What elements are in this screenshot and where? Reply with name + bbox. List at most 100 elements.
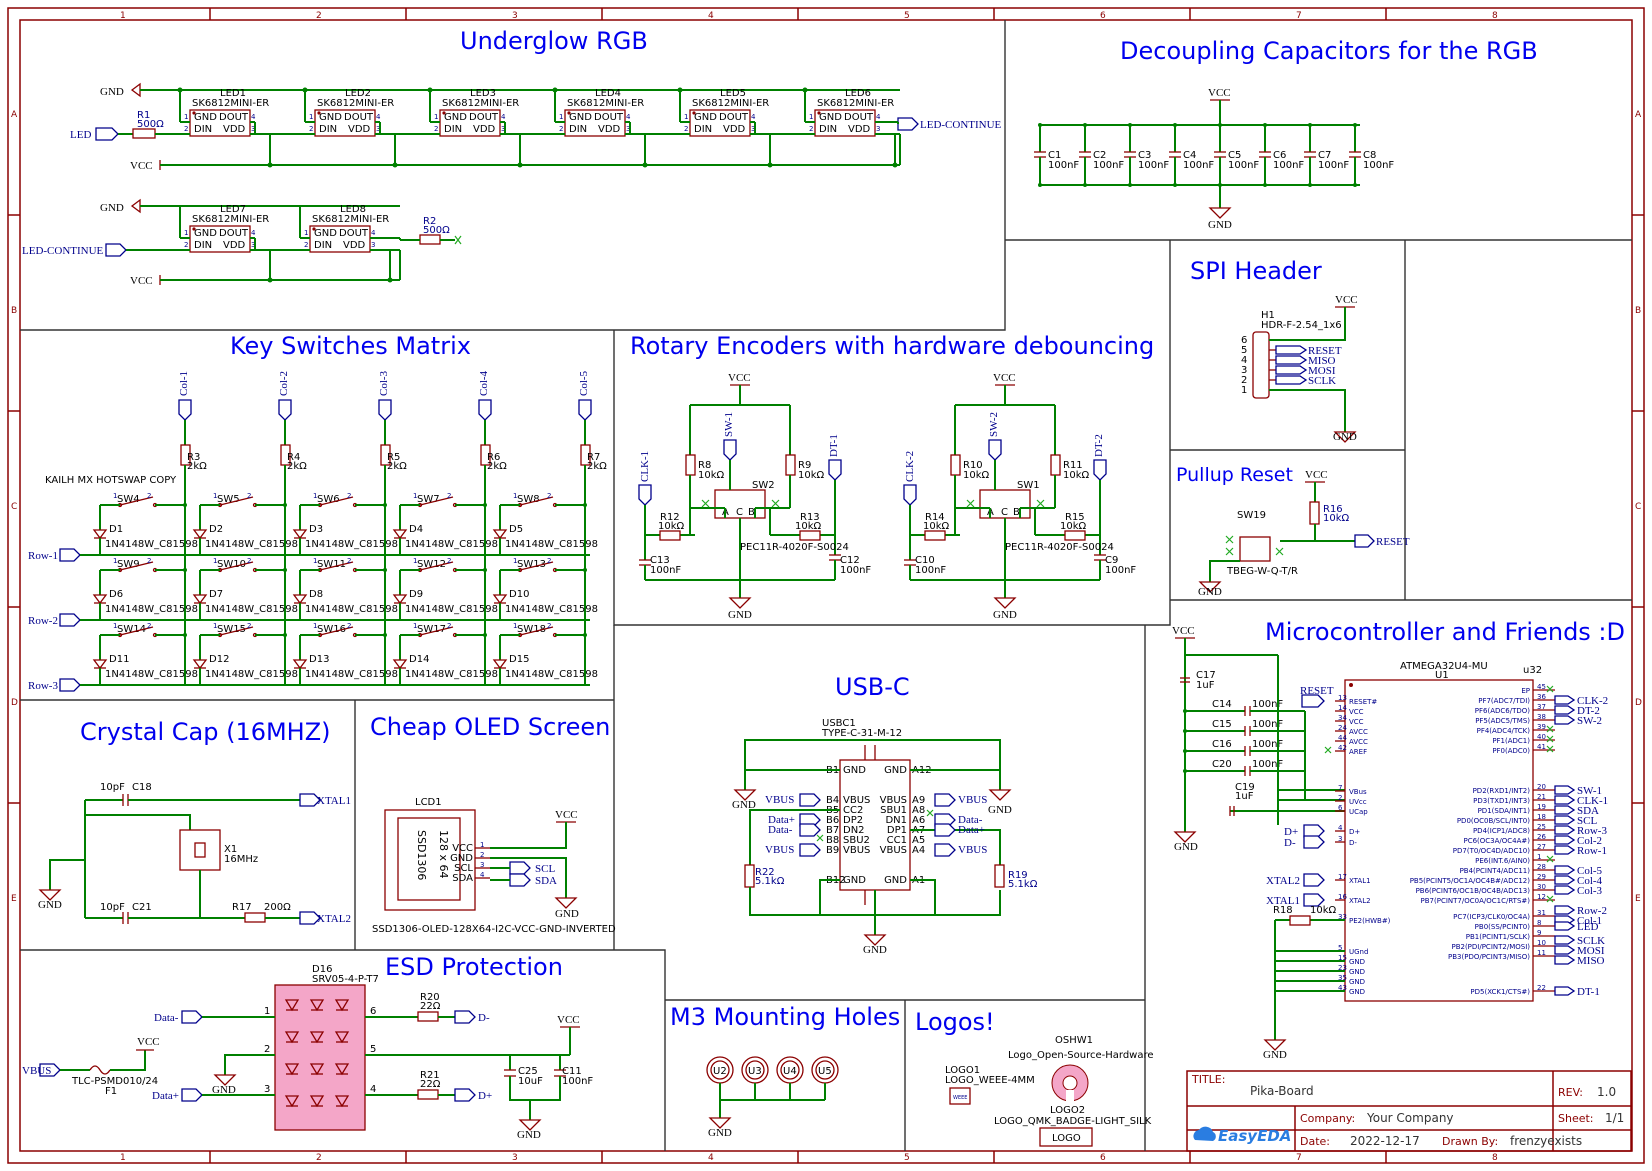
diode-part: 1N4148W_C81598: [105, 539, 198, 550]
diode-ref: D7: [209, 589, 223, 600]
junction: [383, 633, 387, 637]
mcu-net-port: [1554, 705, 1576, 715]
key-switch-sw13[interactable]: [519, 561, 554, 571]
junction: [383, 568, 387, 572]
junction: [677, 87, 683, 93]
r2-ref: R2: [423, 216, 436, 227]
rotary-encoder-sw2[interactable]: [714, 489, 766, 519]
grid-col-label: 6: [1100, 1153, 1106, 1163]
diode-d1: [92, 529, 108, 540]
pin-num: 1: [113, 492, 117, 500]
key-switch-sw6[interactable]: [319, 496, 354, 506]
net-gnd: GND: [1333, 431, 1357, 443]
pin1-dot: [192, 111, 196, 115]
junction: [802, 87, 808, 93]
f1-part: TLC-PSMD010/24: [71, 1076, 158, 1087]
c17-ref: C17: [1196, 670, 1216, 681]
led-part: SK6812MINI-ER: [312, 214, 389, 225]
pin-num: 1: [113, 557, 117, 565]
junction: [483, 503, 487, 507]
net-clk: CLK-1: [639, 451, 651, 482]
key-switch-sw15[interactable]: [219, 626, 254, 636]
esd-diode: [284, 999, 300, 1012]
esd-diode: [309, 1063, 325, 1076]
sheet-label: Sheet:: [1558, 1112, 1594, 1125]
net-gnd: GND: [728, 609, 752, 621]
junction: [767, 162, 773, 168]
led-ref: LED5: [720, 88, 746, 99]
cap-ref: C13: [650, 555, 670, 566]
mcu-net-label: Row-3: [1577, 825, 1607, 837]
pin-num: 2: [559, 125, 563, 133]
diode-ref: D5: [509, 524, 523, 535]
led-pin-dout: DOUT: [844, 112, 874, 123]
diode-d12: [192, 659, 208, 670]
grid-col-label: 6: [1100, 11, 1106, 21]
led-pin-din: DIN: [194, 240, 212, 251]
diode-d9: [392, 594, 408, 605]
usbc-pin-name: GND: [843, 875, 866, 886]
usbc-pin-name: GND: [884, 875, 907, 886]
rev-label: REV:: [1558, 1086, 1583, 1099]
mcu-pin-num: 14: [1338, 704, 1347, 712]
mcu-net-port: [1554, 795, 1576, 805]
res-ref: R9: [798, 460, 811, 471]
key-switch-sw18[interactable]: [519, 626, 554, 636]
key-switch-sw8[interactable]: [519, 496, 554, 506]
encoder-ref: SW2: [752, 480, 775, 491]
key-switch-sw10[interactable]: [219, 561, 254, 571]
key-switch-sw17[interactable]: [419, 626, 454, 636]
pin-num: 1: [313, 622, 317, 630]
led-ref: LED2: [345, 88, 371, 99]
pin-num: 2: [184, 125, 188, 133]
qmk-logo-text: LOGO: [1052, 1133, 1081, 1144]
junction: [1183, 709, 1187, 713]
net-gnd: GND: [517, 1129, 541, 1141]
key-switch-sw16[interactable]: [319, 626, 354, 636]
switch-ref: SW4: [117, 494, 140, 505]
cap-value: 100nF: [915, 565, 946, 576]
cap-ref: C2: [1093, 150, 1106, 161]
key-switch-sw7[interactable]: [419, 496, 454, 506]
diode-ref: D8: [309, 589, 323, 600]
diode-d2: [192, 529, 208, 540]
title-spi: SPI Header: [1190, 257, 1322, 285]
mcu-pin-num: 25: [1537, 823, 1546, 831]
switch-ref: SW12: [417, 559, 446, 570]
rotary-encoder-sw1[interactable]: [979, 489, 1031, 519]
diode-part: 1N4148W_C81598: [305, 539, 398, 550]
mcu-pin-num: 30: [1537, 883, 1546, 891]
diode-part: 1N4148W_C81598: [505, 669, 598, 680]
h1-ref: H1: [1261, 310, 1275, 321]
net-data-plus: Data+: [958, 824, 985, 836]
key-switch-sw4[interactable]: [119, 496, 154, 506]
diode-d14: [392, 659, 408, 670]
led-ref: LED3: [470, 88, 496, 99]
key-switch-sw12[interactable]: [419, 561, 454, 571]
grid-row-label: B: [11, 306, 17, 316]
resistor-r17: [244, 912, 266, 923]
oled-pin-num: 4: [480, 871, 485, 879]
grid-col-label: 4: [708, 1153, 714, 1163]
cap-ref: C20: [1212, 759, 1232, 770]
key-switch-sw14[interactable]: [119, 626, 154, 636]
grid-col-label: 8: [1492, 1153, 1498, 1163]
diode-ref: D13: [309, 654, 329, 665]
usbc-connector[interactable]: [839, 759, 911, 891]
col-port: [278, 399, 292, 421]
key-switch-sw5[interactable]: [219, 496, 254, 506]
reset-switch[interactable]: [1239, 536, 1271, 562]
junction: [517, 162, 523, 168]
net-vcc: VCC: [1305, 469, 1328, 481]
mcu-pin-num: 10: [1537, 939, 1546, 947]
mcu-net-label: SCLK: [1577, 935, 1605, 947]
mcu-net-label: SCL: [1577, 815, 1597, 827]
net-vbus: VBUS: [22, 1065, 51, 1077]
key-switch-sw11[interactable]: [319, 561, 354, 571]
led-led8: [309, 225, 371, 253]
junction: [1183, 749, 1187, 753]
mcu-pin-num: 36: [1537, 693, 1546, 701]
mcu-net-label: DT-2: [1577, 705, 1600, 717]
key-switch-sw9[interactable]: [119, 561, 154, 571]
col-res-value: 2kΩ: [387, 461, 407, 472]
